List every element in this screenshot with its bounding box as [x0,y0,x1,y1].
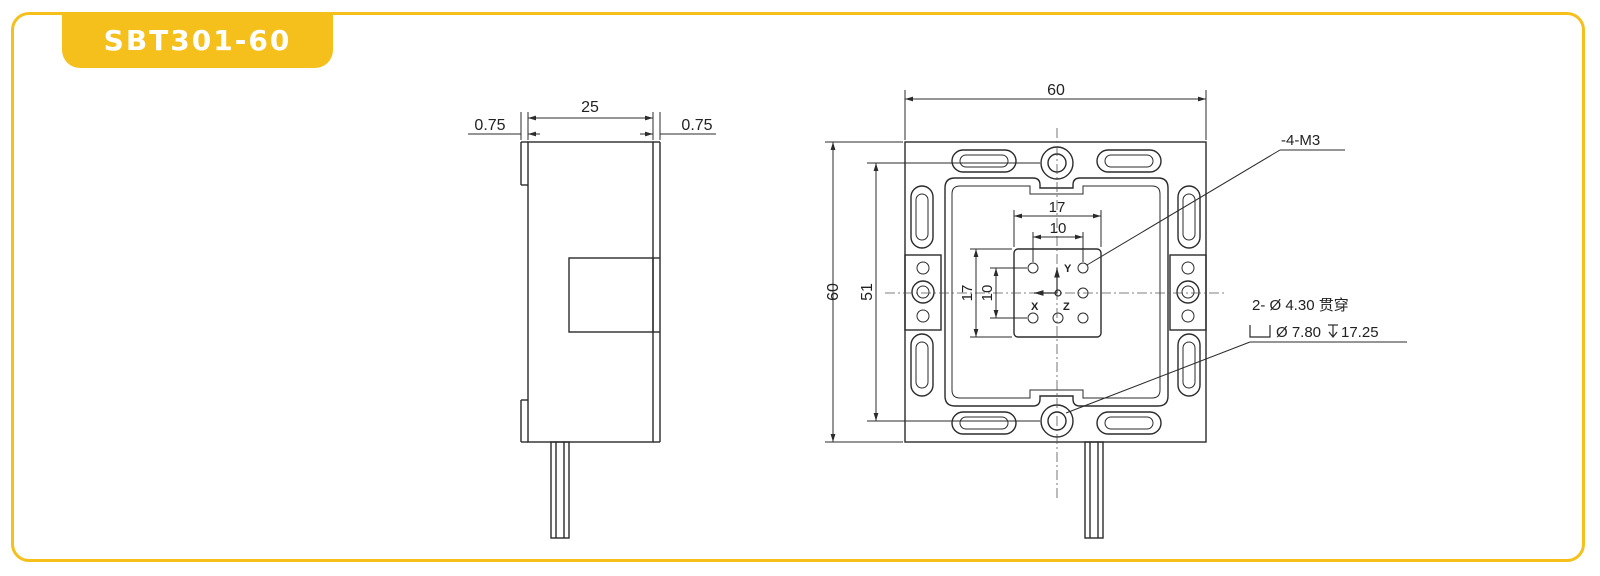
counterbore-callout: Ø 7.80 [1276,324,1321,341]
m3-hole [1077,262,1089,274]
outer-height-label: 60 [825,283,842,301]
front-inner-pocket [944,177,1169,407]
front-view [904,141,1207,539]
slot-right-top [1177,185,1201,249]
side-right-lip-label: 0.75 [681,117,712,134]
slot-right-bottom [1177,333,1201,397]
slot-left-top [910,185,934,249]
m3-hole [1077,312,1089,324]
pattern-inner-h-label: 10 [979,285,996,302]
drawing-frame [11,12,1585,562]
m3-hole [1027,262,1039,274]
side-body [527,141,654,443]
front-dimensions [825,90,1407,443]
side-left-lip-label: 0.75 [474,117,505,134]
through-hole-callout: 2- Ø 4.30 贯穿 [1252,297,1349,314]
side-width-label: 25 [581,99,599,116]
axis-x-label: X [1031,301,1039,313]
side-connector [568,257,654,333]
side-dimensions [468,112,716,140]
slot-top-right [1096,149,1162,173]
slot-top-left [951,149,1017,173]
slot-bottom-left [951,411,1017,435]
front-cable [1084,441,1104,539]
right-mount-block [1169,254,1207,331]
slot-bottom-right [1096,411,1162,435]
depth-icon [1328,324,1338,338]
m3-hole [1027,312,1039,324]
left-mount-block [904,254,942,331]
axis-z-label: Z [1063,301,1070,313]
outer-width-label: 60 [1047,82,1065,99]
counterbore-depth: 17.25 [1341,324,1379,341]
slot-left-bottom [910,333,934,397]
pattern-inner-w-label: 10 [1050,220,1067,237]
side-view [520,141,661,539]
side-cable [550,441,570,539]
model-title: SBT301-60 [103,23,292,57]
pattern-outer-w-label: 17 [1049,199,1066,216]
axis-triad [1034,268,1062,297]
hole-span-label: 51 [859,283,876,301]
counterbore-icon [1249,325,1271,338]
pattern-outer-h-label: 17 [959,285,976,302]
axis-y-label: Y [1064,263,1072,275]
thread-callout: -4-M3 [1281,132,1320,149]
title-tab: SBT301-60 [62,12,333,68]
